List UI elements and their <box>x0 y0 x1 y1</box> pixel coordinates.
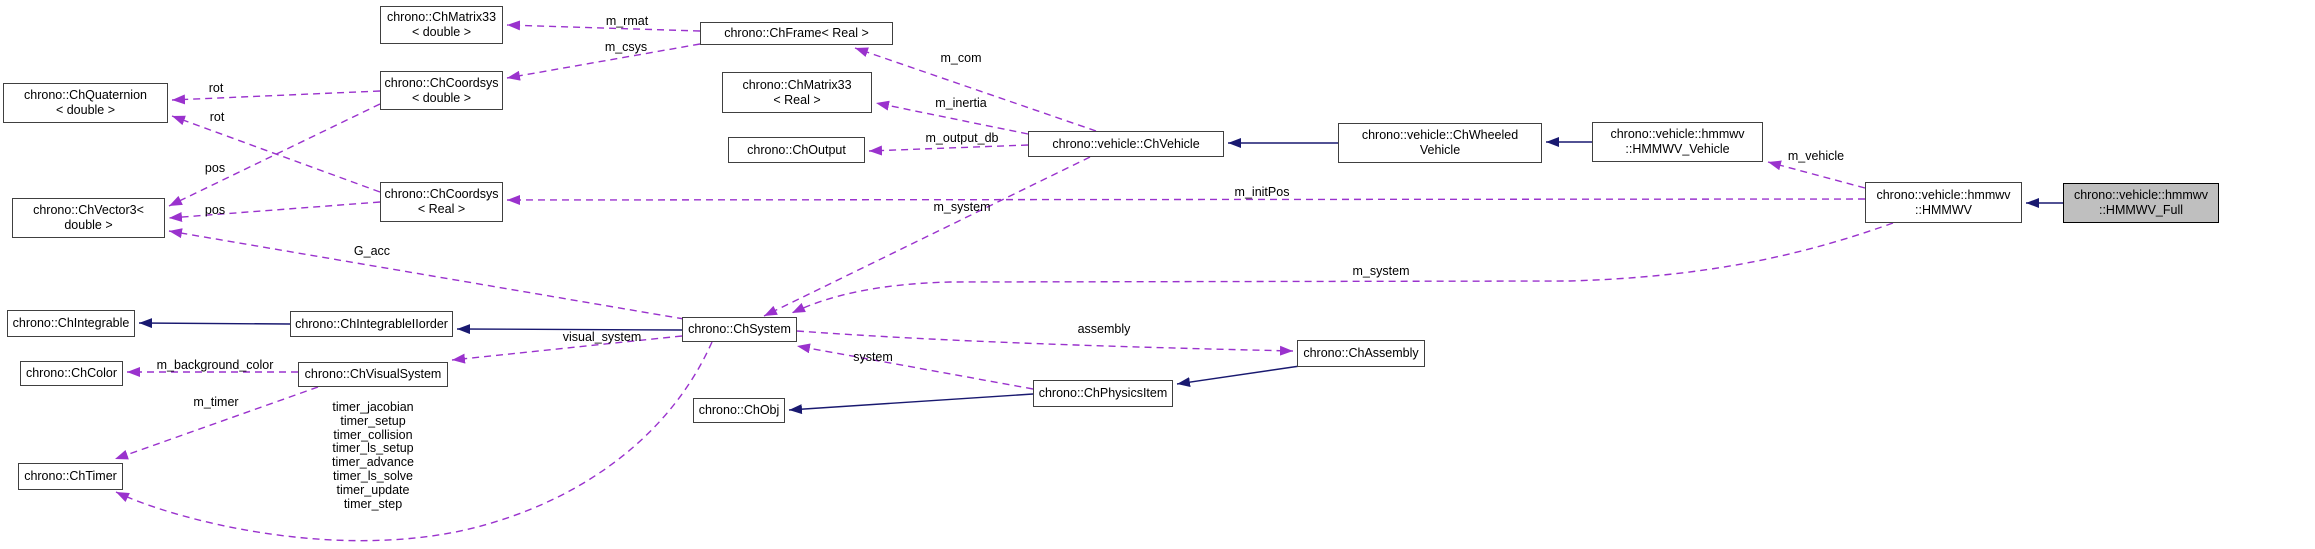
edge-inherit-chsystem-integrableiiorder <box>456 324 683 335</box>
edge-rot-upper <box>171 90 381 105</box>
edge-label-m-background-color: m_background_color <box>156 358 274 372</box>
edge-label-assembly: assembly <box>1077 322 1131 336</box>
edge-rot-lower <box>171 115 381 193</box>
node-chframe-real[interactable]: chrono::ChFrame< Real > <box>700 22 893 45</box>
edge-label-rot-upper: rot <box>208 81 224 95</box>
node-chintegrable[interactable]: chrono::ChIntegrable <box>7 310 135 337</box>
edge-label-m-timer: m_timer <box>193 395 239 409</box>
node-hmmwv-vehicle[interactable]: chrono::vehicle::hmmwv ::HMMWV_Vehicle <box>1592 122 1763 162</box>
edge-m-csys <box>506 43 701 81</box>
node-hmmwv[interactable]: chrono::vehicle::hmmwv ::HMMWV <box>1865 182 2022 223</box>
edge-label-m-csys: m_csys <box>604 40 648 54</box>
node-chphysicsitem[interactable]: chrono::ChPhysicsItem <box>1033 380 1173 407</box>
node-chcoordsys-real[interactable]: chrono::ChCoordsys < Real > <box>380 182 503 222</box>
edge-label-m-system-hmmwv: m_system <box>1352 264 1410 278</box>
edge-m-system-vehicle <box>763 156 1091 317</box>
edge-m-output-db <box>868 144 1029 156</box>
node-chvehicle[interactable]: chrono::vehicle::ChVehicle <box>1028 131 1224 157</box>
edge-label-m-inertia: m_inertia <box>935 96 987 110</box>
node-chtimer[interactable]: chrono::ChTimer <box>18 463 123 490</box>
node-choutput[interactable]: chrono::ChOutput <box>728 137 865 163</box>
edge-m-com <box>854 47 1097 132</box>
node-chvector3-double[interactable]: chrono::ChVector3< double > <box>12 198 165 238</box>
edge-m-system-hmmwv <box>791 222 1894 314</box>
node-chassembly[interactable]: chrono::ChAssembly <box>1297 340 1425 367</box>
edge-assembly <box>796 330 1294 356</box>
edge-timers <box>115 341 713 542</box>
edge-m-init-pos <box>506 194 1866 205</box>
edge-pos-upper <box>168 103 381 207</box>
node-chquaternion-double[interactable]: chrono::ChQuaternion < double > <box>3 83 168 123</box>
edge-label-m-rmat: m_rmat <box>605 14 649 28</box>
edge-label-m-output-db: m_output_db <box>925 131 999 145</box>
edge-label-m-vehicle: m_vehicle <box>1787 149 1845 163</box>
edge-inherit-physicsitem-chobj <box>788 393 1034 415</box>
edge-label-pos-upper: pos <box>204 161 226 175</box>
edge-system <box>796 343 1034 390</box>
edge-inherit-integrableiiorder-integrable <box>138 318 291 329</box>
node-hmmwv-full: chrono::vehicle::hmmwv ::HMMWV_Full <box>2063 183 2219 223</box>
edge-label-visual-system: visual_system <box>562 330 642 344</box>
edge-label-timers: timer_jacobian timer_setup timer_collisi… <box>332 400 414 511</box>
node-chvisualsystem[interactable]: chrono::ChVisualSystem <box>298 362 448 387</box>
node-chsystem[interactable]: chrono::ChSystem <box>682 317 797 342</box>
edge-label-m-init-pos: m_initPos <box>1234 185 1290 199</box>
edge-label-m-system-vehicle: m_system <box>933 200 991 214</box>
edge-m-vehicle <box>1767 160 1866 189</box>
edge-pos-lower <box>168 201 381 223</box>
edge-label-pos-lower: pos <box>204 203 226 217</box>
edge-m-rmat <box>506 20 701 32</box>
edge-label-g-acc: G_acc <box>353 244 391 258</box>
node-chmatrix33-real[interactable]: chrono::ChMatrix33 < Real > <box>722 72 872 113</box>
node-chmatrix33-double[interactable]: chrono::ChMatrix33 < double > <box>380 6 503 44</box>
edge-m-inertia <box>875 100 1029 135</box>
node-chcolor[interactable]: chrono::ChColor <box>20 361 123 386</box>
edge-g-acc <box>168 228 685 320</box>
node-chwheeledvehicle[interactable]: chrono::vehicle::ChWheeled Vehicle <box>1338 123 1542 163</box>
node-chcoordsys-double[interactable]: chrono::ChCoordsys < double > <box>380 71 503 110</box>
edge-label-system: system <box>853 350 893 364</box>
edge-label-rot-lower: rot <box>209 110 225 124</box>
edge-inherit-assembly-physicsitem <box>1176 365 1301 388</box>
edge-visual-system <box>451 335 683 364</box>
node-chintegrableiiorder[interactable]: chrono::ChIntegrableIIorder <box>290 311 453 337</box>
node-chobj[interactable]: chrono::ChObj <box>693 398 785 423</box>
edge-label-m-com: m_com <box>940 51 982 65</box>
